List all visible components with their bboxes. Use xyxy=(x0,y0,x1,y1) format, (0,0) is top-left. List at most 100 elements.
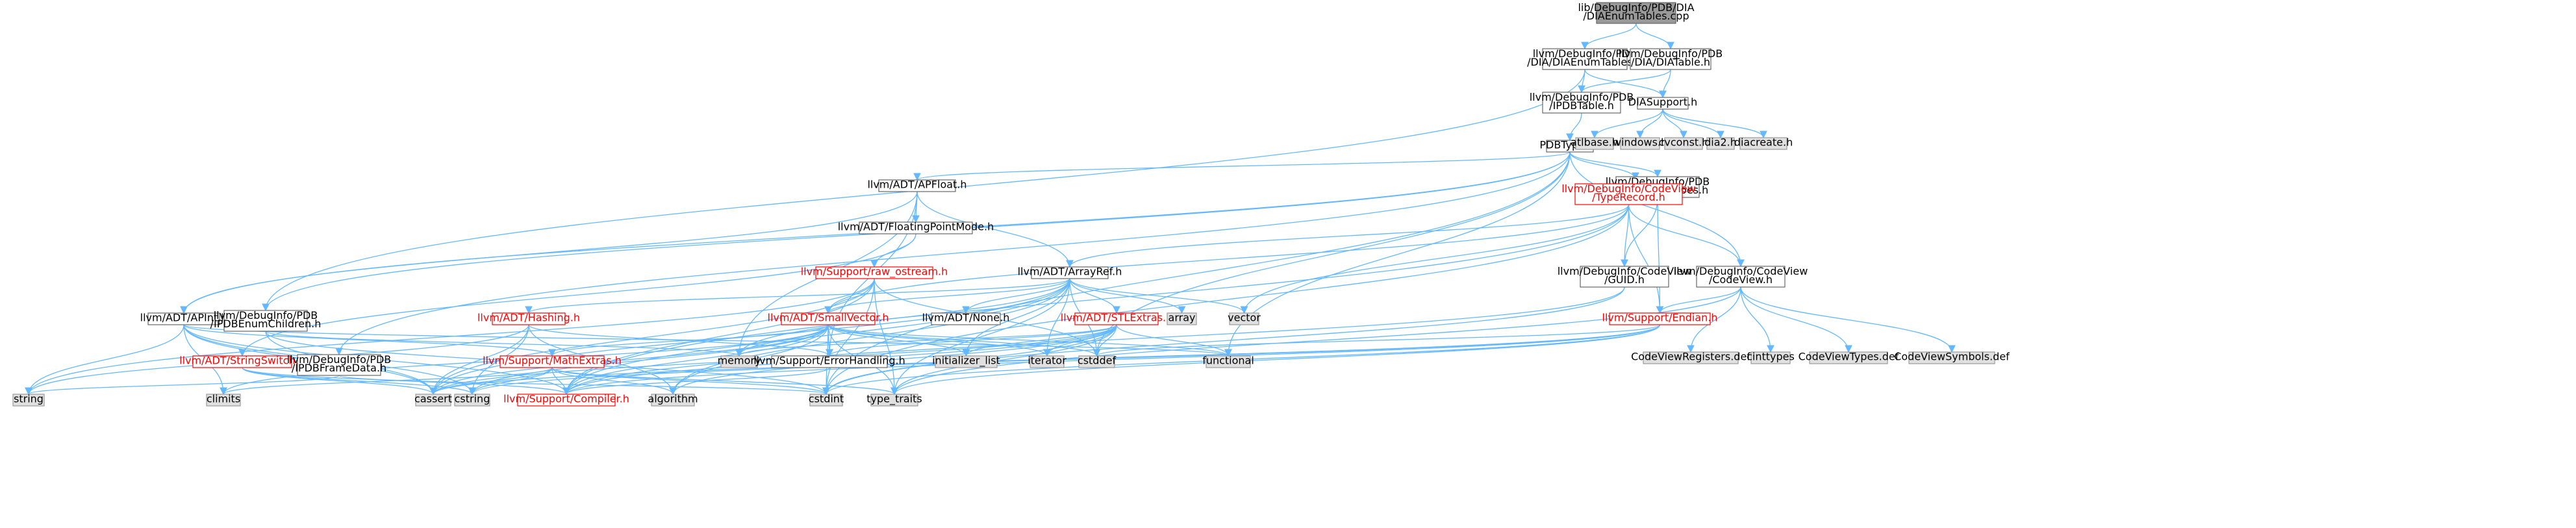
node-functional: functional xyxy=(1202,355,1254,368)
edge-smallvector-to-functional xyxy=(827,324,1232,357)
edge-pdbtypes-to-codeview xyxy=(1569,151,1745,268)
edge-typerecord-to-compiler xyxy=(562,204,1630,396)
node-label: DIASupport.h xyxy=(1628,96,1697,108)
edge-codeview-to-endian xyxy=(1656,286,1741,314)
edge-stlextras-to-functional xyxy=(1116,324,1232,357)
edge-rawostream-to-smallvector xyxy=(824,278,875,314)
edge-endian-to-cstring xyxy=(468,324,1661,396)
node-label: llvm/DebugInfo/PDB xyxy=(1533,47,1637,60)
node-cinttypes: cinttypes xyxy=(1747,351,1795,364)
node-box xyxy=(720,355,758,368)
node-label: llvm/Support/MathExtras.h xyxy=(483,355,622,367)
node-box xyxy=(297,354,381,376)
node-array: array xyxy=(1167,312,1197,325)
node-smallvector[interactable]: llvm/ADT/SmallVector.h xyxy=(768,312,889,325)
node-box xyxy=(223,310,308,332)
edge-arrayref-to-none xyxy=(962,278,1070,314)
node-string: string xyxy=(12,393,45,407)
edge-root-to-diaenumtables xyxy=(1581,23,1637,50)
node-label: llvm/ADT/ArrayRef.h xyxy=(1018,266,1122,278)
node-algorithm: algorithm xyxy=(648,393,698,407)
node-label: functional xyxy=(1202,355,1254,367)
node-label: type_traits xyxy=(866,393,922,406)
node-cvsymbols: CodeViewSymbols.def xyxy=(1894,351,2010,364)
edge-typerecord-to-smallvector xyxy=(824,204,1630,314)
node-box xyxy=(492,312,566,325)
node-diatable[interactable]: llvm/DebugInfo/PDB/DIA/DIATable.h xyxy=(1619,47,1723,70)
node-cvregisters: CodeViewRegisters.def xyxy=(1631,351,1750,364)
node-label: cstring xyxy=(455,393,490,405)
node-atlbase: atlbase.h xyxy=(1571,136,1619,150)
node-mathextras[interactable]: llvm/Support/MathExtras.h xyxy=(483,355,622,368)
node-label: diacreate.h xyxy=(1734,136,1793,149)
node-box xyxy=(1637,97,1689,110)
node-framedata[interactable]: llvm/DebugInfo/PDB/IPDBFrameData.h xyxy=(287,353,392,376)
node-hashing[interactable]: llvm/ADT/Hashing.h xyxy=(477,312,580,325)
node-ipdbenum[interactable]: llvm/DebugInfo/PDB/IPDBEnumChildren.h xyxy=(210,309,322,332)
node-label: cvconst.h xyxy=(1659,136,1709,149)
edge-stlextras-to-errorhandling xyxy=(826,324,1117,357)
node-rawostream[interactable]: llvm/Support/raw_ostream.h xyxy=(801,266,948,279)
edge-stlextras-to-memory xyxy=(735,324,1117,357)
node-compiler[interactable]: llvm/Support/Compiler.h xyxy=(503,393,629,407)
edge-root-to-diatable xyxy=(1635,23,1674,50)
node-box xyxy=(1696,266,1786,288)
node-label: /CodeView.h xyxy=(1709,273,1773,286)
node-box xyxy=(931,312,1001,325)
node-label: /DIA/DIATable.h xyxy=(1631,56,1710,68)
edge-guid-to-cstdint xyxy=(822,286,1625,396)
node-fpmode[interactable]: llvm/ADT/FloatingPointMode.h xyxy=(838,221,994,234)
edge-pdbtypes-to-rawtypes xyxy=(1569,151,1661,178)
node-none[interactable]: llvm/ADT/None.h xyxy=(922,312,1010,325)
node-typetraits: type_traits xyxy=(866,393,922,407)
node-codeview[interactable]: llvm/DebugInfo/CodeView/CodeView.h xyxy=(1674,265,1808,288)
node-ipdbtable[interactable]: llvm/DebugInfo/PDB/IPDBTable.h xyxy=(1530,91,1634,114)
node-box xyxy=(1706,137,1735,150)
node-box xyxy=(815,266,933,279)
node-cstddef: cstddef xyxy=(1078,355,1116,368)
edge-smallvector-to-mathextras xyxy=(548,324,829,357)
node-endian[interactable]: llvm/Support/Endian.h xyxy=(1602,312,1718,325)
edge-pdbtypes-to-functional xyxy=(1224,151,1571,357)
node-arrayref[interactable]: llvm/ADT/ArrayRef.h xyxy=(1018,266,1122,279)
node-box xyxy=(1609,312,1711,325)
node-stlextras[interactable]: llvm/ADT/STLExtras.h xyxy=(1061,312,1172,325)
node-diasupport[interactable]: DIASupport.h xyxy=(1628,96,1697,110)
node-apint[interactable]: llvm/ADT/APInt.h xyxy=(140,312,228,325)
node-box xyxy=(1167,312,1197,325)
node-cvconst: cvconst.h xyxy=(1659,136,1709,150)
node-climits: climits xyxy=(206,393,241,407)
edge-mathextras-to-cstring xyxy=(468,367,553,396)
node-label: llvm/Support/raw_ostream.h xyxy=(801,266,948,279)
node-vector: vector xyxy=(1228,312,1261,325)
node-label: llvm/ADT/SmallVector.h xyxy=(768,312,889,324)
edge-ipdbtable-to-pdbtypes xyxy=(1566,112,1582,142)
node-errorhandling[interactable]: llvm/Support/ErrorHandling.h xyxy=(753,355,905,368)
node-box xyxy=(651,394,695,407)
node-box xyxy=(878,179,956,192)
node-box xyxy=(499,355,605,368)
node-diaenumtables[interactable]: llvm/DebugInfo/PDB/DIA/DIAEnumTables.h xyxy=(1527,47,1643,70)
edge-apfloat-to-apint xyxy=(180,191,918,314)
node-box xyxy=(1206,355,1251,368)
edge-diatable-to-ipdbtable xyxy=(1578,69,1671,94)
edge-mathextras-to-cassert xyxy=(429,367,553,396)
node-box xyxy=(1575,137,1614,150)
node-box xyxy=(1542,92,1621,114)
edge-typerecord-to-guid xyxy=(1621,204,1630,268)
node-box xyxy=(1809,351,1888,364)
node-label: /IPDBTable.h xyxy=(1549,99,1614,112)
edge-hashing-to-errorhandling xyxy=(528,324,833,357)
node-root[interactable]: lib/DebugInfo/PDB/DIA/DIAEnumTables.cpp xyxy=(1578,1,1695,24)
edge-apint-to-mathextras xyxy=(183,324,556,357)
node-apfloat[interactable]: llvm/ADT/APFloat.h xyxy=(867,179,967,192)
node-box xyxy=(870,394,918,407)
edge-apint-to-string xyxy=(25,324,184,396)
node-typerecord[interactable]: llvm/DebugInfo/CodeView/TypeRecord.h xyxy=(1561,182,1696,205)
node-label: CodeViewRegisters.def xyxy=(1631,351,1750,363)
node-box xyxy=(1908,351,1995,364)
node-box xyxy=(809,394,843,407)
node-guid[interactable]: llvm/DebugInfo/CodeView/GUID.h xyxy=(1558,265,1692,288)
node-stringswitch[interactable]: llvm/ADT/StringSwitch.h xyxy=(179,355,305,368)
